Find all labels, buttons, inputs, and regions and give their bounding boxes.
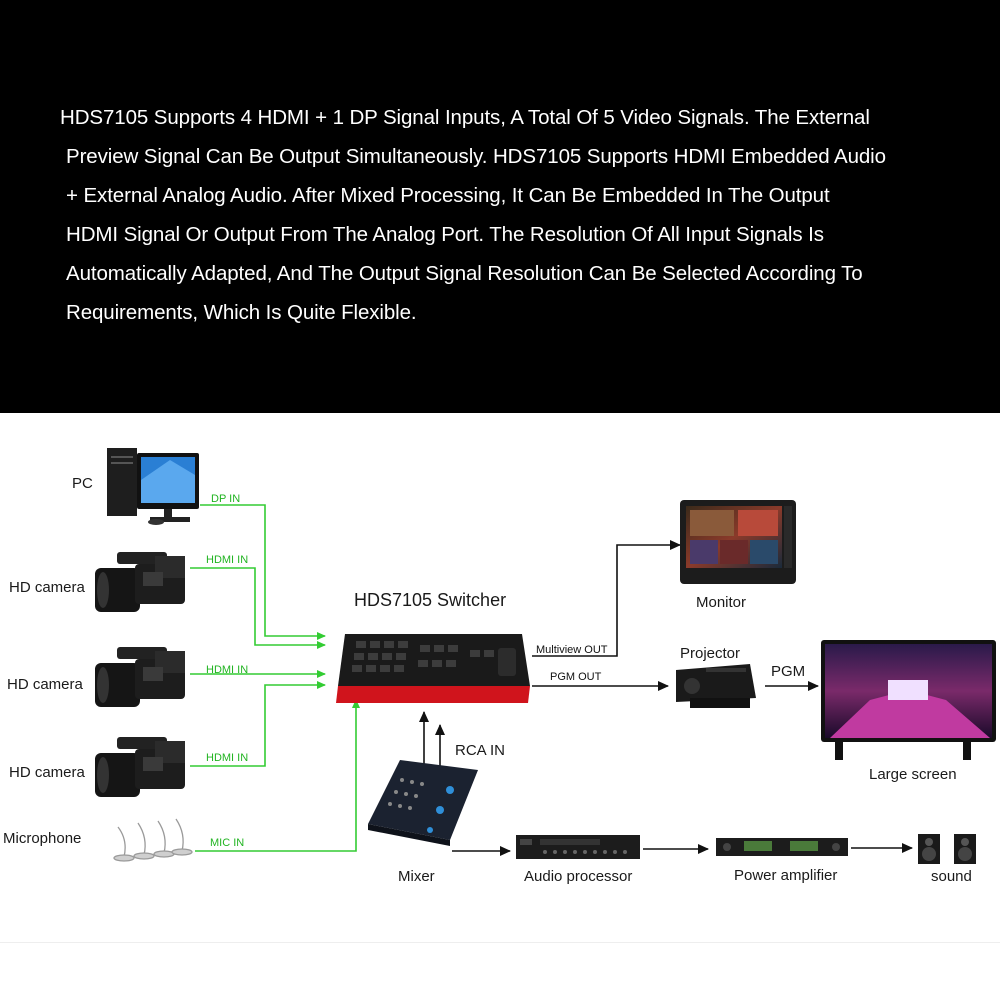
audio-processor-icon	[516, 835, 640, 859]
hd-camera-icon	[95, 552, 185, 612]
microphone-label: Microphone	[3, 830, 81, 847]
output-lines	[419, 540, 913, 856]
hdmi-in-line-1	[190, 567, 326, 649]
large-screen-label: Large screen	[869, 766, 957, 783]
power-amplifier-icon	[716, 838, 848, 856]
microphone-icon	[113, 818, 193, 862]
description-line: Automatically Adapted, And The Output Si…	[66, 262, 863, 285]
pc-label: PC	[72, 475, 93, 492]
hd-camera-icon	[95, 737, 185, 797]
description-line: + External Analog Audio. After Mixed Pro…	[66, 184, 830, 207]
rca-in-label: RCA IN	[455, 742, 505, 759]
pgm-label: PGM	[771, 663, 805, 680]
pc-icon	[107, 448, 199, 525]
input-lines	[190, 504, 360, 852]
description-line: HDS7105 Supports 4 HDMI + 1 DP Signal In…	[60, 106, 870, 129]
hdmi-in-label: HDMI IN	[206, 554, 248, 566]
mixer-icon	[368, 760, 478, 846]
multiview-out-line	[532, 540, 681, 657]
hd-camera-icon	[95, 647, 185, 707]
description-banner: HDS7105 Supports 4 HDMI + 1 DP Signal In…	[0, 0, 1000, 413]
description-line: HDMI Signal Or Output From The Analog Po…	[66, 223, 824, 246]
hd-camera-label: HD camera	[9, 579, 86, 596]
hdmi-in-label: HDMI IN	[206, 664, 248, 676]
description-line: Preview Signal Can Be Output Simultaneou…	[66, 145, 886, 168]
dp-in-label: DP IN	[211, 493, 240, 505]
mic-in-line	[195, 699, 360, 852]
projector-icon	[676, 664, 756, 708]
divider	[0, 942, 1000, 943]
multiview-out-label: Multiview OUT	[536, 644, 608, 656]
monitor-label: Monitor	[696, 594, 746, 611]
connection-diagram: PC HD camera HD camera HD camera Microph…	[3, 448, 996, 885]
audio-processor-label: Audio processor	[524, 868, 632, 885]
monitor-icon	[680, 500, 796, 584]
power-amplifier-label: Power amplifier	[734, 867, 837, 884]
hdmi-in-label: HDMI IN	[206, 752, 248, 764]
description-text: HDS7105 Supports 4 HDMI + 1 DP Signal In…	[60, 98, 970, 332]
hdmi-in-line-3	[190, 681, 326, 767]
sound-speakers-icon	[918, 834, 976, 864]
switcher-title: HDS7105 Switcher	[354, 590, 506, 610]
description-line: Requirements, Which Is Quite Flexible.	[66, 301, 417, 324]
dp-in-line	[200, 504, 326, 640]
mixer-label: Mixer	[398, 868, 435, 885]
hd-camera-label: HD camera	[7, 676, 84, 693]
sound-label: sound	[931, 868, 972, 885]
projector-label: Projector	[680, 645, 740, 662]
mic-in-label: MIC IN	[210, 837, 244, 849]
hd-camera-label: HD camera	[9, 764, 86, 781]
switcher-icon	[336, 634, 530, 703]
pgm-out-label: PGM OUT	[550, 671, 602, 683]
large-screen-icon	[821, 640, 996, 760]
